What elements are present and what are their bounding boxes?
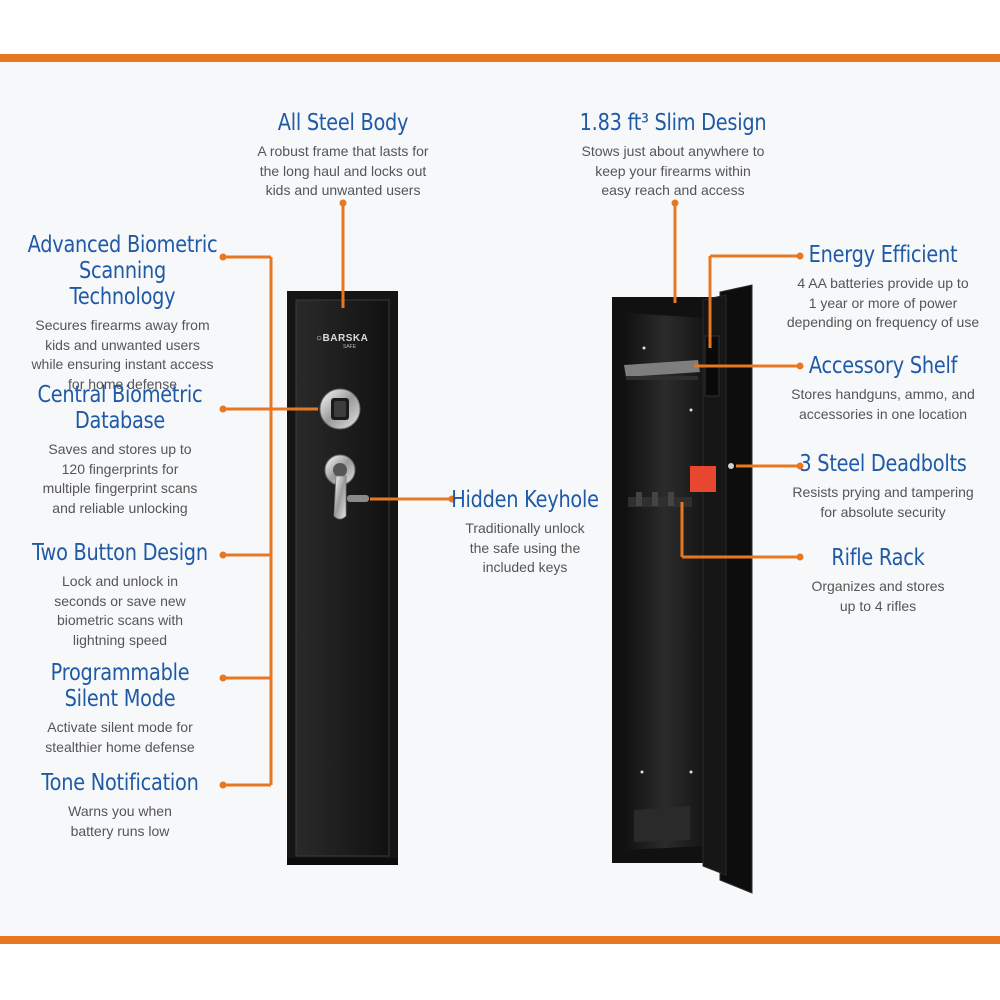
feature-title: Energy Efficient — [808, 242, 958, 268]
feature-text: Organizes and stores up to 4 rifles — [811, 578, 945, 614]
brand-logo-sub: SAFE — [343, 344, 357, 350]
feature-panel — [0, 62, 1000, 936]
bottom-accent-band — [0, 936, 1000, 944]
feature-hidden-keyhole: Hidden Keyhole Traditionally unlock the … — [430, 487, 620, 578]
feature-text: Stores handguns, ammo, and accessories i… — [791, 386, 975, 422]
feature-tone-notification: Tone Notification Warns you when battery… — [5, 770, 235, 841]
feature-title: 1.83 ft³ Slim Design — [579, 110, 767, 136]
feature-text: Activate silent mode for stealthier home… — [45, 719, 195, 755]
top-accent-band — [0, 54, 1000, 62]
feature-rifle-rack: Rifle Rack Organizes and stores up to 4 … — [770, 545, 986, 616]
brand-logo: ○BARSKA — [316, 333, 369, 344]
feature-title: 3 Steel Deadbolts — [799, 451, 967, 477]
feature-title: Tone Notification — [41, 770, 199, 796]
feature-title: Central Biometric Database — [37, 382, 203, 434]
feature-all-steel-body: All Steel Body A robust frame that lasts… — [218, 110, 468, 201]
feature-text: Traditionally unlock the safe using the … — [465, 520, 585, 575]
feature-title: All Steel Body — [277, 110, 409, 136]
feature-text: 4 AA batteries provide up to 1 year or m… — [786, 275, 980, 330]
feature-text: A robust frame that lasts for the long h… — [257, 143, 429, 198]
feature-text: Saves and stores up to 120 fingerprints … — [42, 441, 198, 516]
feature-title: Rifle Rack — [831, 545, 925, 571]
feature-text: Resists prying and tampering for absolut… — [792, 484, 974, 520]
feature-text: Lock and unlock in seconds or save new b… — [54, 573, 186, 648]
feature-text: Secures firearms away from kids and unwa… — [31, 317, 214, 392]
feature-accessory-shelf: Accessory Shelf Stores handguns, ammo, a… — [770, 353, 996, 424]
feature-text: Stows just about anywhere to keep your f… — [581, 143, 765, 198]
feature-biometric-scanning: Advanced Biometric Scanning Technology S… — [5, 232, 240, 394]
feature-title: Hidden Keyhole — [451, 487, 599, 513]
feature-two-button: Two Button Design Lock and unlock in sec… — [5, 540, 235, 650]
feature-steel-deadbolts: 3 Steel Deadbolts Resists prying and tam… — [770, 451, 996, 522]
feature-central-database: Central Biometric Database Saves and sto… — [5, 382, 235, 518]
feature-title: Advanced Biometric Scanning Technology — [27, 232, 218, 310]
feature-title: Accessory Shelf — [808, 353, 958, 379]
feature-text: Warns you when battery runs low — [68, 803, 172, 839]
feature-title: Two Button Design — [32, 540, 208, 566]
feature-title: Programmable Silent Mode — [50, 660, 190, 712]
feature-slim-design: 1.83 ft³ Slim Design Stows just about an… — [540, 110, 806, 201]
feature-energy-efficient: Energy Efficient 4 AA batteries provide … — [770, 242, 996, 333]
warning-sticker — [690, 466, 716, 492]
feature-silent-mode: Programmable Silent Mode Activate silent… — [5, 660, 235, 757]
